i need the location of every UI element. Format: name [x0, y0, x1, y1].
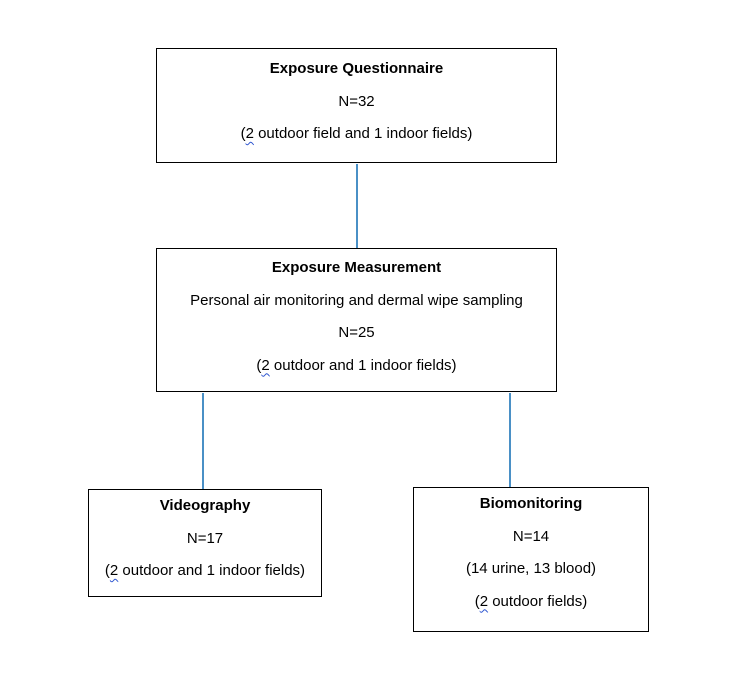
sample-count: N=25 — [338, 324, 375, 341]
box-title: Exposure Questionnaire — [269, 60, 444, 77]
box-title: Biomonitoring — [479, 495, 583, 512]
fields-note: (2 outdoor fields) — [414, 586, 648, 619]
fields-note-prefix: ( — [256, 356, 262, 374]
fields-note-prefix: ( — [240, 125, 246, 142]
fields-note-prefix: ( — [104, 562, 110, 579]
fields-note-rest: outdoor fields) — [488, 592, 588, 610]
fields-note-rest: outdoor field and 1 indoor fields) — [253, 125, 473, 142]
spellcheck-flagged-text: 2 — [245, 125, 254, 142]
connector-questionnaire-to-measurement — [356, 164, 358, 248]
spellcheck-flagged-text: 2 — [261, 356, 270, 374]
sample-count: N=14 — [512, 527, 550, 545]
box-description: Personal air monitoring and dermal wipe … — [190, 291, 523, 309]
connector-measurement-to-videography — [202, 393, 204, 489]
spellcheck-flagged-text: 2 — [479, 592, 489, 610]
box-exposure-measurement: Exposure Measurement Personal air monito… — [156, 248, 557, 392]
connector-measurement-to-biomonitoring — [509, 393, 511, 487]
fields-note: (2 outdoor field and 1 indoor fields) — [157, 118, 556, 151]
sample-count: N=32 — [338, 92, 375, 110]
spellcheck-flagged-text: 2 — [109, 562, 119, 579]
fields-note: (2 outdoor and 1 indoor fields) — [89, 555, 321, 588]
fields-note: (2 outdoor and 1 indoor fields) — [157, 350, 556, 383]
fields-note-rest: outdoor and 1 indoor fields) — [118, 562, 306, 579]
samples-note: (14 urine, 13 blood) — [465, 560, 597, 577]
box-videography: Videography N=17 (2 outdoor and 1 indoor… — [88, 489, 322, 597]
box-exposure-questionnaire: Exposure Questionnaire N=32 (2 outdoor f… — [156, 48, 557, 163]
sample-count: N=17 — [186, 529, 224, 547]
fields-note-rest: outdoor and 1 indoor fields) — [269, 356, 457, 374]
box-title: Exposure Measurement — [271, 259, 442, 276]
box-title: Videography — [159, 497, 251, 514]
box-biomonitoring: Biomonitoring N=14 (14 urine, 13 blood) … — [413, 487, 649, 632]
fields-note-prefix: ( — [474, 592, 480, 610]
